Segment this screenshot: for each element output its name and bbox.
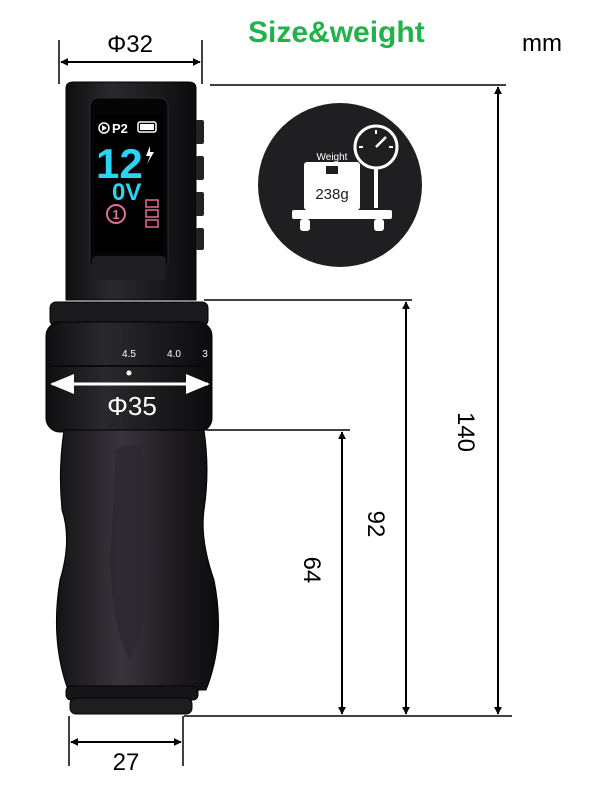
dimension-bottom-diameter: 27 <box>68 716 184 776</box>
screen-lower-band <box>92 256 166 280</box>
side-button-1 <box>196 120 204 144</box>
battery-icon <box>137 121 157 133</box>
page-title: Size&weight <box>248 16 425 49</box>
weight-box-tab <box>326 166 338 174</box>
scale-foot-right <box>374 219 384 231</box>
top-diameter-label: Φ32 <box>107 31 153 58</box>
side-button-3 <box>196 192 204 216</box>
scale-dial-needle <box>375 136 387 148</box>
total-height-label: 140 <box>452 412 479 452</box>
circle-indicator <box>106 204 126 224</box>
scale-platform-icon <box>292 210 392 219</box>
timer-digit-1 <box>145 199 159 208</box>
dimension-total-height: 140 <box>210 84 506 715</box>
dial-mark-2: 4.0 <box>167 349 181 360</box>
play-icon-triangle <box>102 125 107 131</box>
weight-value: 238g <box>315 186 348 203</box>
screen-voltage-main: 12 <box>96 140 143 187</box>
bottom-diameter-label: 27 <box>113 749 140 776</box>
dimension-middle-diameter: Φ35 <box>50 374 210 421</box>
screen-voltage-unit: 0V <box>112 179 141 206</box>
timer-digit-2 <box>145 209 159 218</box>
lightning-icon <box>146 146 154 164</box>
dimension-top-diameter: Φ32 <box>58 31 203 84</box>
weight-box-icon <box>304 162 360 210</box>
screen-mode: P2 <box>112 121 128 136</box>
dial-mark-1: 4.5 <box>122 349 136 360</box>
weight-badge: Weight 238g <box>258 103 422 267</box>
dial-mark-3: 3 <box>202 349 208 360</box>
middle-diameter-label: Φ35 <box>107 391 157 421</box>
upper-height-label: 92 <box>362 511 389 538</box>
unit-label: mm <box>522 30 562 57</box>
dial-pointer-dot <box>126 370 132 376</box>
timer-digit-3 <box>145 219 159 228</box>
dimension-upper-height: 92 <box>204 299 412 715</box>
grip-height-label: 64 <box>298 557 325 584</box>
pen-device <box>45 81 219 715</box>
dimension-grip-height: 64 <box>206 429 350 715</box>
bottom-ring-2 <box>69 697 193 715</box>
weight-label: Weight <box>317 152 348 163</box>
grip-highlight <box>110 445 148 660</box>
side-button-2 <box>196 156 204 180</box>
play-icon <box>98 122 110 134</box>
scale-foot-left <box>300 219 310 231</box>
screen-content: P2 12 0V 1 <box>96 121 159 228</box>
dial-scale: 4.5 4.0 3 <box>122 349 208 376</box>
circle-number: 1 <box>112 207 119 222</box>
side-button-4 <box>196 228 204 250</box>
battery-fill <box>140 124 154 130</box>
